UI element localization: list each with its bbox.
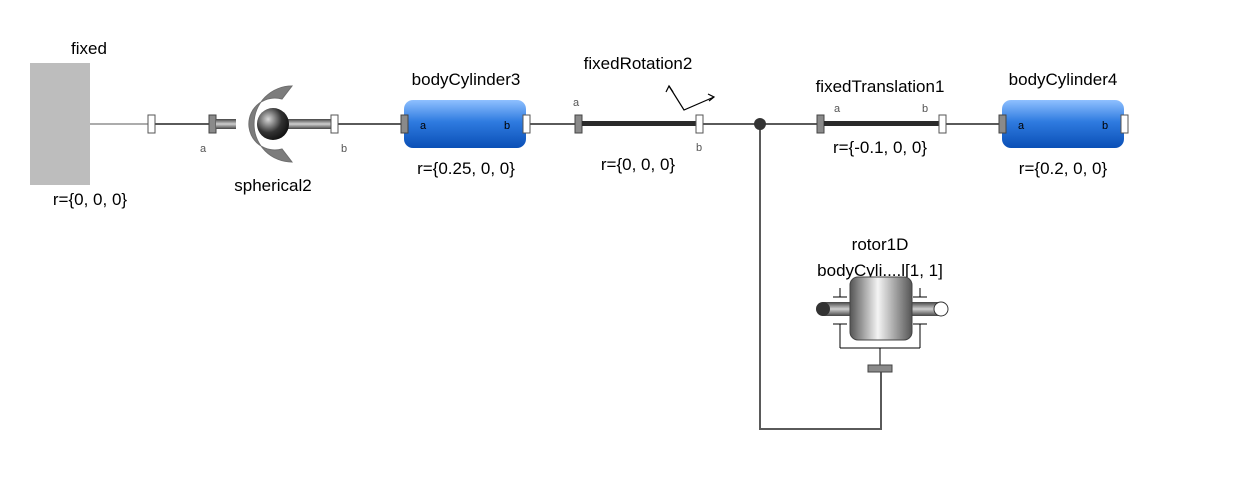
component-fixedrotation2[interactable]: fixedRotation2 a b r={0, 0, 0} (573, 54, 716, 174)
bodycylinder4-port-b[interactable] (1120, 114, 1129, 134)
bodycylinder3-port-b-label: b (504, 120, 510, 132)
bodycylinder4-name-label: bodyCylinder4 (1009, 70, 1118, 89)
fixedtranslation1-port-b-label: b (922, 103, 928, 115)
bodycylinder4-port-a[interactable] (998, 114, 1007, 134)
fixedtranslation1-port-a-label: a (834, 103, 841, 115)
fixedrotation2-rod (582, 121, 697, 126)
spherical2-shaft-right (284, 119, 332, 129)
fixed-param-label: r={0, 0, 0} (53, 190, 128, 209)
fixedrotation2-port-b-label: b (696, 142, 702, 154)
bodycylinder3-port-b[interactable] (522, 114, 531, 134)
bodycylinder4-port-b-label: b (1102, 120, 1108, 132)
bodycylinder3-port-a[interactable] (400, 114, 409, 134)
spherical2-port-b[interactable] (330, 114, 339, 134)
component-bodycylinder3[interactable]: bodyCylinder3 a b r={0.25, 0, 0} (400, 70, 531, 178)
spherical2-port-a-label: a (200, 143, 207, 155)
fixedrotation2-port-a[interactable] (574, 114, 583, 134)
rotor1d-body (849, 276, 913, 341)
rotor1d-name-label: rotor1D (852, 235, 909, 254)
fixedtranslation1-param-label: r={-0.1, 0, 0} (833, 138, 927, 157)
connection-junction-dot (754, 118, 766, 130)
rotor1d-param-label: bodyCyli....l[1, 1] (817, 261, 943, 280)
rotor1d-flange-b[interactable] (933, 301, 949, 317)
fixedrotation2-port-b[interactable] (695, 114, 704, 134)
spherical2-socket-shape (248, 85, 294, 163)
fixedtranslation1-name-label: fixedTranslation1 (816, 77, 945, 96)
bodycylinder4-param-label: r={0.2, 0, 0} (1019, 159, 1108, 178)
bodycylinder3-port-a-label: a (420, 120, 427, 132)
rotor1d-flange-a[interactable] (816, 302, 830, 316)
fixedtranslation1-rod (824, 121, 940, 126)
spherical2-ball (257, 108, 289, 140)
fixed-ground-block (30, 63, 90, 185)
rotor1d-frame-port[interactable] (867, 364, 893, 373)
connections (155, 123, 1002, 430)
component-fixedtranslation1[interactable]: fixedTranslation1 a b r={-0.1, 0, 0} (816, 77, 947, 157)
connection-junction-rotor1d[interactable] (759, 124, 882, 430)
spherical2-port-b-label: b (341, 143, 347, 155)
fixedrotation2-axes-icon (665, 84, 716, 111)
component-fixed[interactable]: fixed r={0, 0, 0} (30, 39, 156, 209)
bodycylinder3-param-label: r={0.25, 0, 0} (417, 159, 515, 178)
bodycylinder3-name-label: bodyCylinder3 (412, 70, 521, 89)
bodycylinder4-body (1002, 100, 1124, 148)
spherical2-port-a[interactable] (208, 114, 217, 134)
spherical2-shaft-left (216, 119, 236, 129)
fixed-frame-b-port[interactable] (147, 114, 156, 134)
fixedtranslation1-port-a[interactable] (816, 114, 825, 134)
fixedrotation2-param-label: r={0, 0, 0} (601, 155, 676, 174)
bodycylinder4-port-a-label: a (1018, 120, 1025, 132)
fixedrotation2-port-a-label: a (573, 97, 580, 109)
component-bodycylinder4[interactable]: bodyCylinder4 a b r={0.2, 0, 0} (998, 70, 1129, 178)
fixedrotation2-name-label: fixedRotation2 (584, 54, 693, 73)
bodycylinder3-body (404, 100, 526, 148)
fixedtranslation1-port-b[interactable] (938, 114, 947, 134)
rotor1d-support-lines (833, 288, 927, 365)
component-spherical2[interactable]: a b spherical2 (200, 85, 347, 195)
spherical2-name-label: spherical2 (234, 176, 312, 195)
component-rotor1d[interactable]: rotor1D bodyCyli....l[1, 1] (816, 235, 949, 373)
fixed-name-label: fixed (71, 39, 107, 58)
